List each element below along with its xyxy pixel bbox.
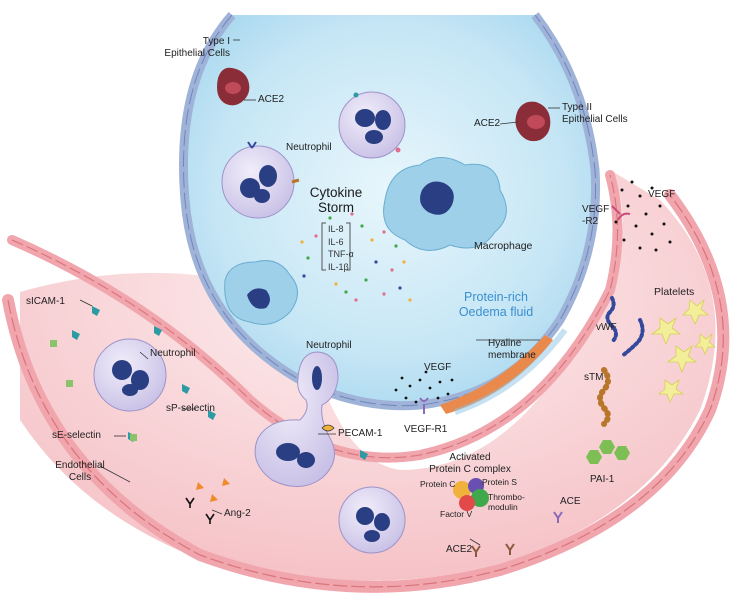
hyaline-membrane [440,335,553,414]
label-sicam1: sICAM-1 [26,296,65,307]
label-neutrophil-mid: Neutrophil [306,340,352,351]
endothelium-outer-wall-edge [7,194,724,588]
label-neutrophil-left: Neutrophil [150,348,196,359]
label-vegf-r2: VEGF -R2 [582,204,610,227]
label-platelets: Platelets [654,286,695,298]
type1-epithelial-cell [217,67,250,106]
capillary-lumen [20,170,716,581]
label-pecam1: PECAM-1 [338,428,383,439]
se-selectin-molecules [50,340,137,441]
label-vegf-mid: VEGF [424,362,452,373]
vegf-particles-top [614,180,672,252]
label-macrophage: Macrophage [474,240,533,252]
ace2-molecule-bottom [471,545,481,557]
label-sp-selectin: sP-selectin [166,403,215,414]
ang2-receptor-2 [205,513,215,524]
label-factor-v: Factor V [440,509,473,519]
label-se-selectin: sE-selectin [52,430,101,441]
label-vegf-r1: VEGF-R1 [404,424,448,435]
neutrophil-capillary-bottom [338,486,406,554]
neutrophil-top [338,91,406,159]
neutrophil-capillary-left [93,338,167,412]
stm-chain [597,367,611,427]
endothelium-inner-wall-edge [11,174,618,459]
hyaline-glow [454,328,568,415]
platelets [650,298,717,403]
ace2-molecule-bottom-2 [505,543,515,555]
label-protein-c: Protein C [420,479,456,489]
label-neutrophil-top: Neutrophil [286,142,332,153]
label-type2-epithelial: Type II Epithelial Cells [562,102,628,125]
label-thrombomodulin: Thrombo- modulin [488,492,525,512]
pai1-molecules [586,440,630,464]
type2-epithelial-cell [515,101,551,142]
label-ace2-left: ACE2 [258,94,285,105]
vwf-strand [605,296,618,344]
label-protein-s: Protein S [482,477,517,487]
label-ang2: Ang-2 [224,508,251,519]
label-endothelial-cells: Endothelial Cells [55,460,105,483]
cytokine-particles [300,212,412,302]
label-pai1: PAI-1 [590,474,615,485]
label-hyaline-membrane: Hyaline membrane [488,338,536,361]
cytokine-bracket [321,222,351,271]
neutrophil-transmigrating [254,351,339,487]
label-type1-epithelial: Type I Epithelial Cells [164,36,230,59]
ang2-molecules [196,478,230,502]
alveolar-epithelium-edge [183,14,597,407]
macrophage-small [224,260,298,325]
label-protein-rich-fluid: Protein-rich Oedema fluid [458,290,534,319]
label-activated-protein-c-complex: Activated Protein C complex [429,452,511,475]
ace-molecule [553,511,563,523]
macrophage [383,157,507,251]
vegf-r2-receptor [611,205,631,221]
label-stm: sTM [584,372,604,383]
label-cytokine-list: IL-8 IL-6 TNF-α IL-1β [328,224,354,272]
vegf-r1-receptor [419,397,429,414]
label-vegf-top: VEGF [648,189,676,200]
label-vwf: vWF [596,322,617,333]
label-ace2-bottom: ACE2 [446,544,473,555]
protein-c-complex [453,478,489,511]
label-ace: ACE [560,496,581,507]
label-ace2-right: ACE2 [474,118,501,129]
vwf-strand-2 [620,318,645,358]
label-cytokine-storm: Cytokine Storm [309,185,363,215]
vegf-particles-mid [394,370,454,404]
ang2-receptor [185,497,195,508]
neutrophil-alveolar-left [221,141,300,219]
leader-lines [79,39,560,546]
pecam1-molecule [321,424,335,432]
